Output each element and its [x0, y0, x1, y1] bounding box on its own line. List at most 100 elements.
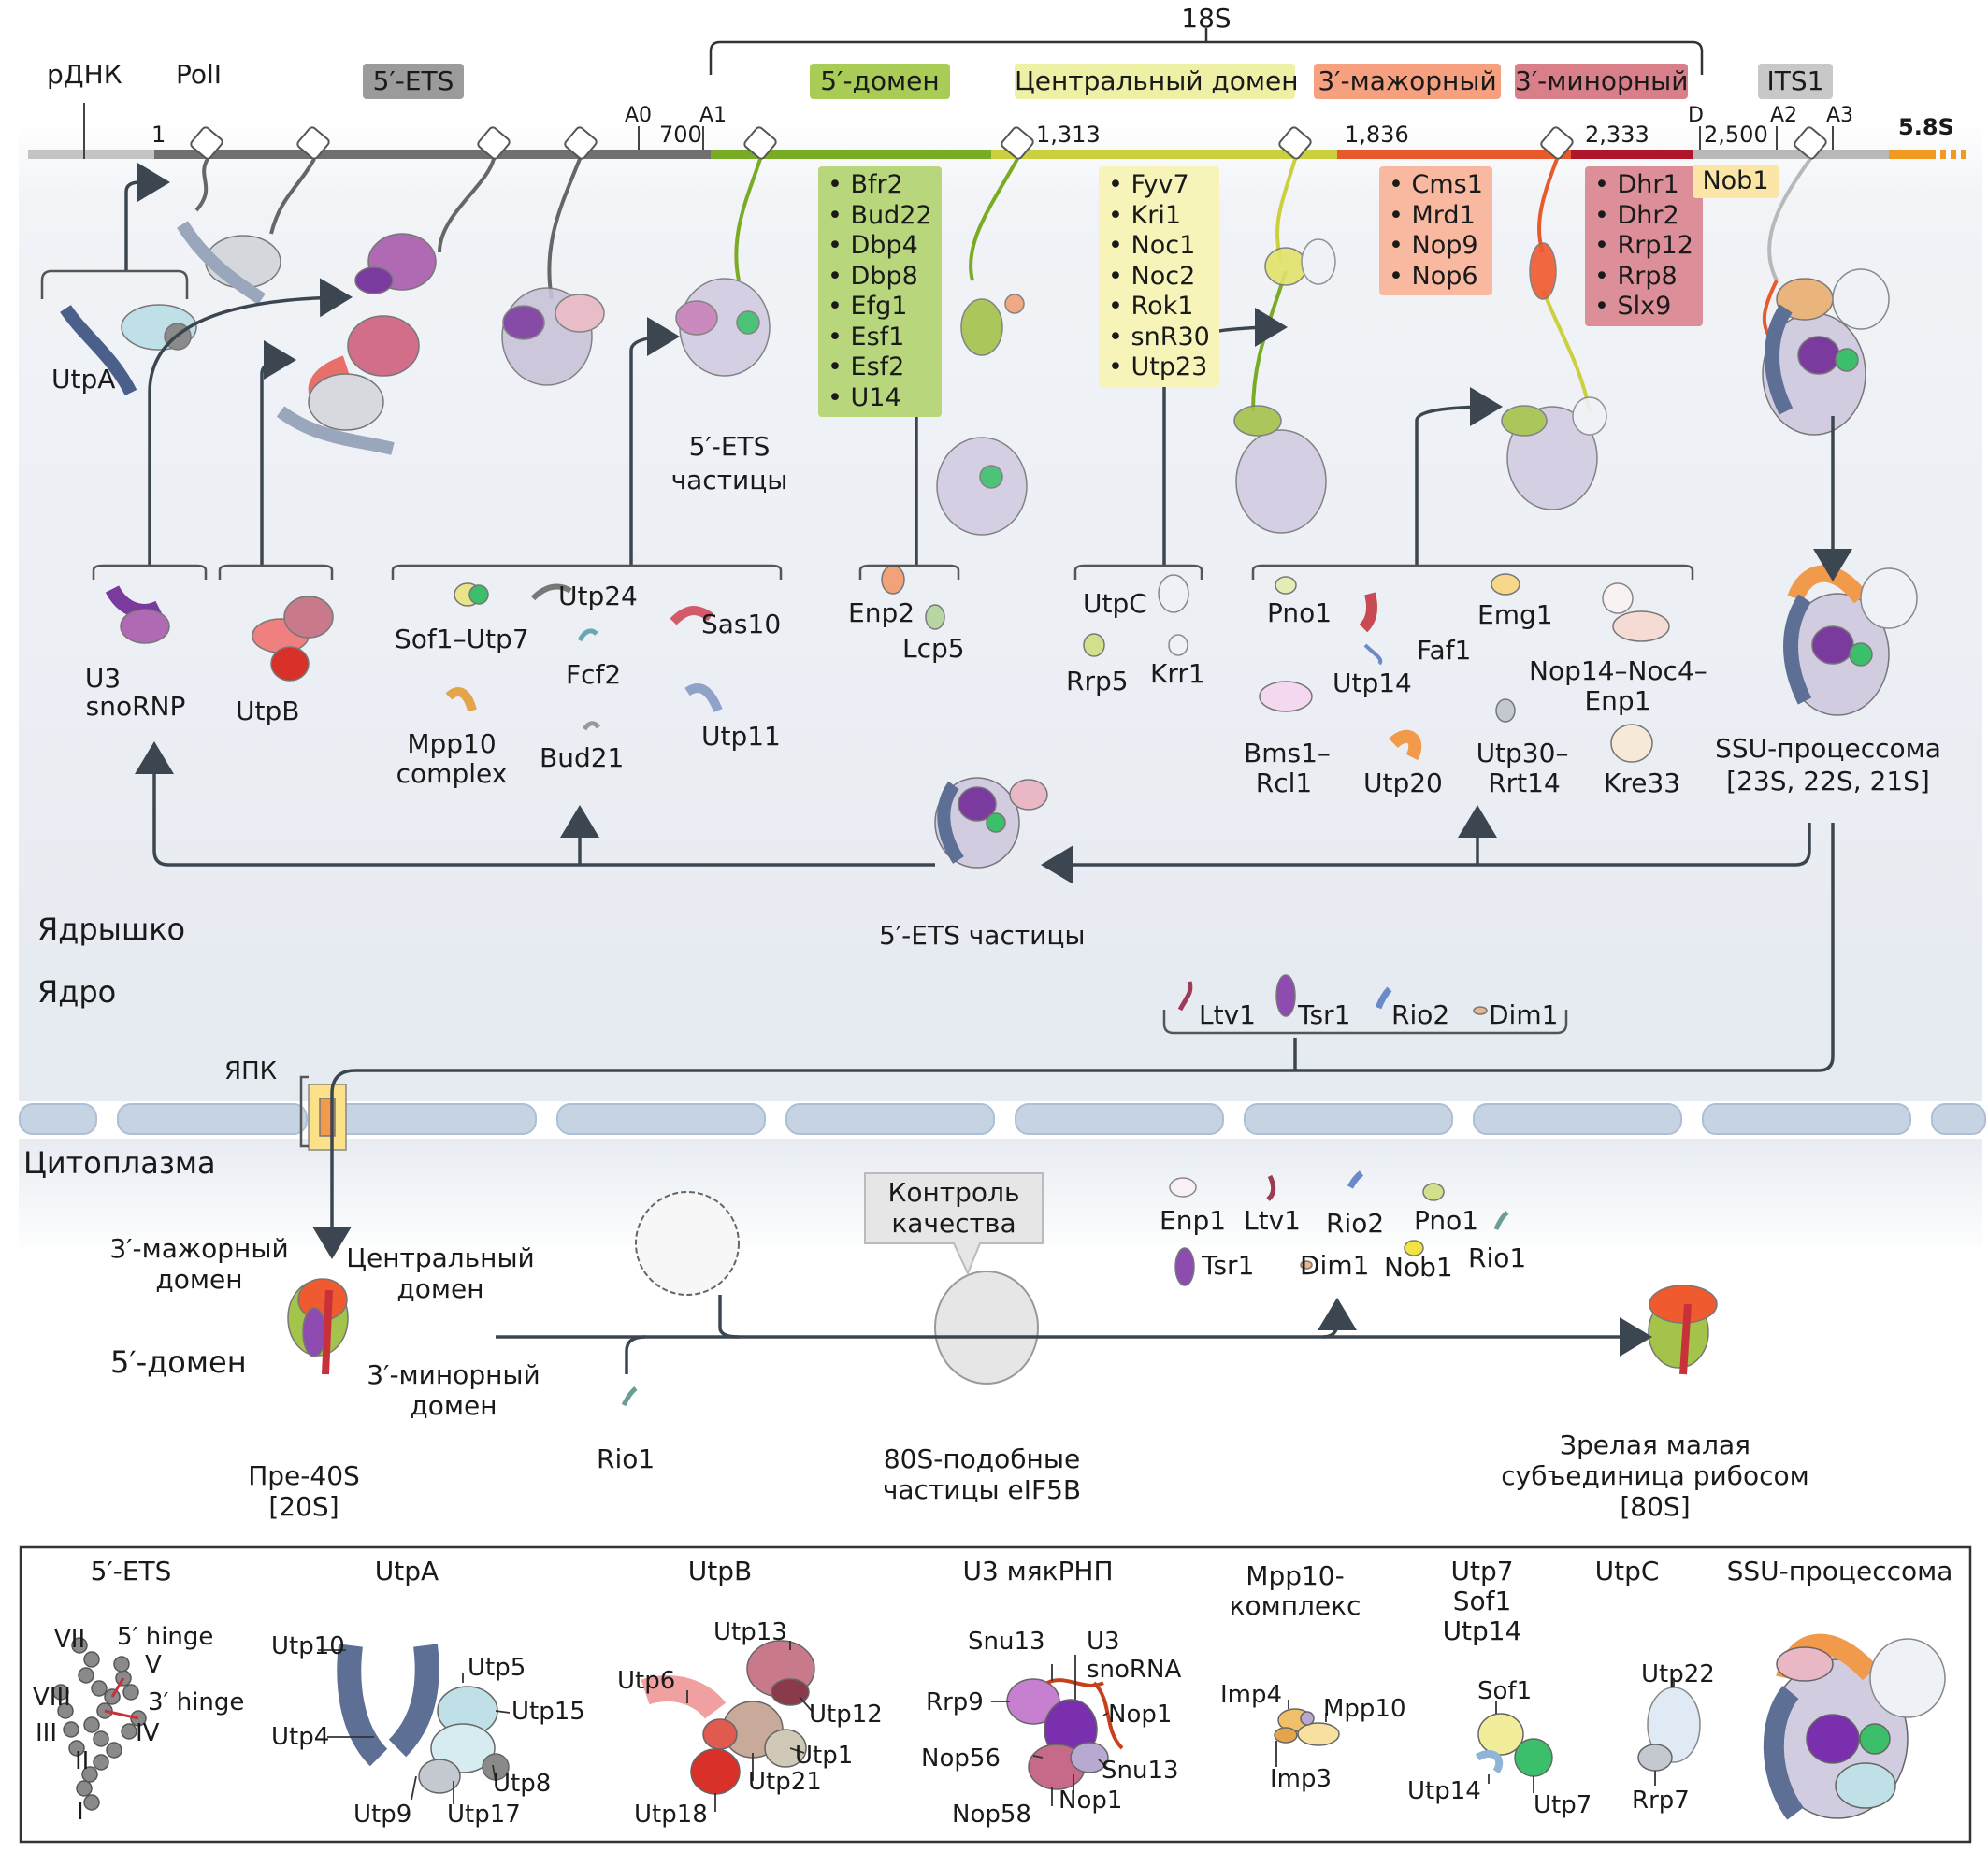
nucleus-factor-ltv1: Ltv1 — [1199, 999, 1256, 1030]
legend-u3-nop1a: Nop1 — [1108, 1701, 1173, 1729]
legend-ets5-vii: VII — [54, 1626, 86, 1654]
lcp5-label: Lcp5 — [902, 633, 965, 664]
rdna-bar-ets5 — [154, 150, 711, 159]
qc-callout — [864, 1172, 1044, 1276]
nop14-line1: Nop14–Noc4– — [1529, 655, 1707, 686]
nucleus-factor-rio2: Rio2 — [1391, 999, 1450, 1030]
group-brackets — [40, 269, 1694, 1148]
npc-label: ЯПК — [224, 1057, 278, 1085]
mature-line1: Зрелая малая — [1560, 1429, 1750, 1460]
factor-item: Kri1 — [1108, 201, 1210, 232]
factor-item: Rok1 — [1108, 292, 1210, 323]
segment-its1: ITS1 — [1758, 64, 1833, 99]
legend-mpp10-imp4: Imp4 — [1220, 1681, 1283, 1709]
ssu-processome-line2: [23S, 22S, 21S] — [1726, 766, 1930, 797]
factor-item: Nop6 — [1389, 262, 1483, 293]
segment-5domain: 5′-домен — [810, 64, 950, 99]
cyto-3major-line2: домен — [155, 1264, 243, 1295]
factor-item: Rrp8 — [1594, 262, 1693, 293]
fcf2-label: Fcf2 — [566, 659, 622, 690]
factor-item: Utp23 — [1108, 352, 1210, 383]
legend-u3-rrp9: Rrp9 — [926, 1688, 984, 1716]
pre40s-line1: Пре-40S — [248, 1460, 360, 1491]
legend-utpb-title: UtpB — [687, 1556, 753, 1586]
legend-ssu-title: SSU-процессома — [1726, 1556, 1953, 1586]
sof1-utp7-label: Sof1–Utp7 — [395, 624, 529, 654]
legend-utpa-title: UtpA — [374, 1556, 439, 1586]
factor-list-central: Fyv7Kri1Noc1Noc2Rok1snR30Utp23 — [1099, 166, 1219, 387]
segment-3major: 3′-мажорный — [1314, 64, 1501, 99]
legend-utpc-utp22: Utp22 — [1641, 1660, 1715, 1688]
qc-line1: Контроль — [887, 1177, 1020, 1208]
factor-item: Esf2 — [828, 352, 932, 383]
released-pno1: Pno1 — [1414, 1205, 1479, 1236]
legend-ets5-iii: III — [36, 1719, 58, 1747]
pol1-label: PolI — [176, 59, 223, 90]
pos-2333: 2,333 — [1585, 122, 1649, 148]
legend-utpa-utp8: Utp8 — [493, 1770, 552, 1798]
mature-line2: субъединица рибосом — [1501, 1460, 1809, 1491]
legend-ets5-title: 5′-ETS — [90, 1556, 172, 1586]
factor-item: Dhr1 — [1594, 170, 1693, 201]
factor-item: Efg1 — [828, 292, 932, 323]
legend-ets5-iv: IV — [136, 1719, 160, 1747]
pos-1: 1 — [151, 122, 166, 148]
segment-central: Центральный домен — [1015, 64, 1299, 99]
legend-utp7-utp7: Utp7 — [1534, 1791, 1592, 1819]
legend-utpb-utp12: Utp12 — [809, 1701, 883, 1729]
cyto-3major-line1: 3′-мажорный — [109, 1233, 289, 1264]
krr1-label: Krr1 — [1150, 658, 1205, 689]
cyto-3minor-line2: домен — [410, 1390, 497, 1421]
legend-utpc-title: UtpC — [1594, 1556, 1660, 1586]
factor-item: Fyv7 — [1108, 170, 1210, 201]
faf1-label: Faf1 — [1417, 635, 1472, 666]
factor-item: Mrd1 — [1389, 201, 1483, 232]
released-ltv1: Ltv1 — [1244, 1205, 1301, 1236]
cyto-central-line2: домен — [396, 1273, 484, 1304]
enp2-label: Enp2 — [848, 597, 915, 628]
sas10-label: Sas10 — [701, 609, 782, 639]
nucleus-factor-dim1: Dim1 — [1489, 999, 1559, 1030]
bms1-line2: Rcl1 — [1255, 768, 1313, 798]
legend-utp7-title-line3: Utp14 — [1442, 1615, 1522, 1646]
legend-utp7-utp14: Utp14 — [1407, 1777, 1481, 1805]
legend-mpp10-title-line1: Mpp10- — [1246, 1560, 1345, 1591]
emg1-label: Emg1 — [1477, 599, 1553, 630]
segment-3minor: 3′-минорный — [1515, 64, 1688, 99]
rio1-bottom-label: Rio1 — [597, 1443, 655, 1474]
factor-item: U14 — [828, 383, 932, 414]
factor-item: Dhr2 — [1594, 201, 1693, 232]
legend-utpb-utp21: Utp21 — [748, 1768, 822, 1796]
utpa-label: UtpA — [51, 364, 116, 395]
released-rio1: Rio1 — [1468, 1242, 1527, 1273]
factor-item: Rrp12 — [1594, 231, 1693, 262]
legend-u3-snu13a: Snu13 — [968, 1628, 1045, 1656]
factor-item: Noc1 — [1108, 231, 1210, 262]
legend-mpp10-mpp10: Mpp10 — [1323, 1695, 1406, 1723]
rdna-bar-3major — [1337, 150, 1571, 159]
label-18s: 18S — [1181, 3, 1232, 34]
pos-2500: 2,500 — [1704, 122, 1768, 148]
legend-mpp10-imp3: Imp3 — [1270, 1765, 1333, 1793]
nascent-rna-strands — [194, 157, 1812, 412]
nucleus-factor-tsr1: Tsr1 — [1298, 999, 1351, 1030]
legend-utpb-utp18: Utp18 — [634, 1801, 708, 1829]
site-d: D — [1688, 104, 1704, 127]
segment-58s: 5.8S — [1898, 114, 1954, 140]
cyto-5domain: 5′-домен — [110, 1344, 247, 1380]
legend-ets5-i: I — [77, 1798, 84, 1826]
site-a0: A0 — [625, 104, 653, 127]
utp24-label: Utp24 — [558, 581, 638, 611]
released-nob1: Nob1 — [1384, 1252, 1453, 1283]
legend-u3-u3: U3 — [1087, 1628, 1120, 1656]
mpp10-line2: complex — [396, 758, 508, 789]
factor-item: Bud22 — [828, 201, 932, 232]
legend-utp7-title-line2: Sof1 — [1452, 1586, 1512, 1616]
u3-line1: U3 — [84, 663, 122, 694]
site-a1: A1 — [699, 104, 727, 127]
factor-item: Bfr2 — [828, 170, 932, 201]
rdna-bar-5domain — [711, 150, 991, 159]
legend-ets5-5hinge: 5′ hinge — [117, 1623, 214, 1651]
utp20-label: Utp20 — [1363, 768, 1443, 798]
